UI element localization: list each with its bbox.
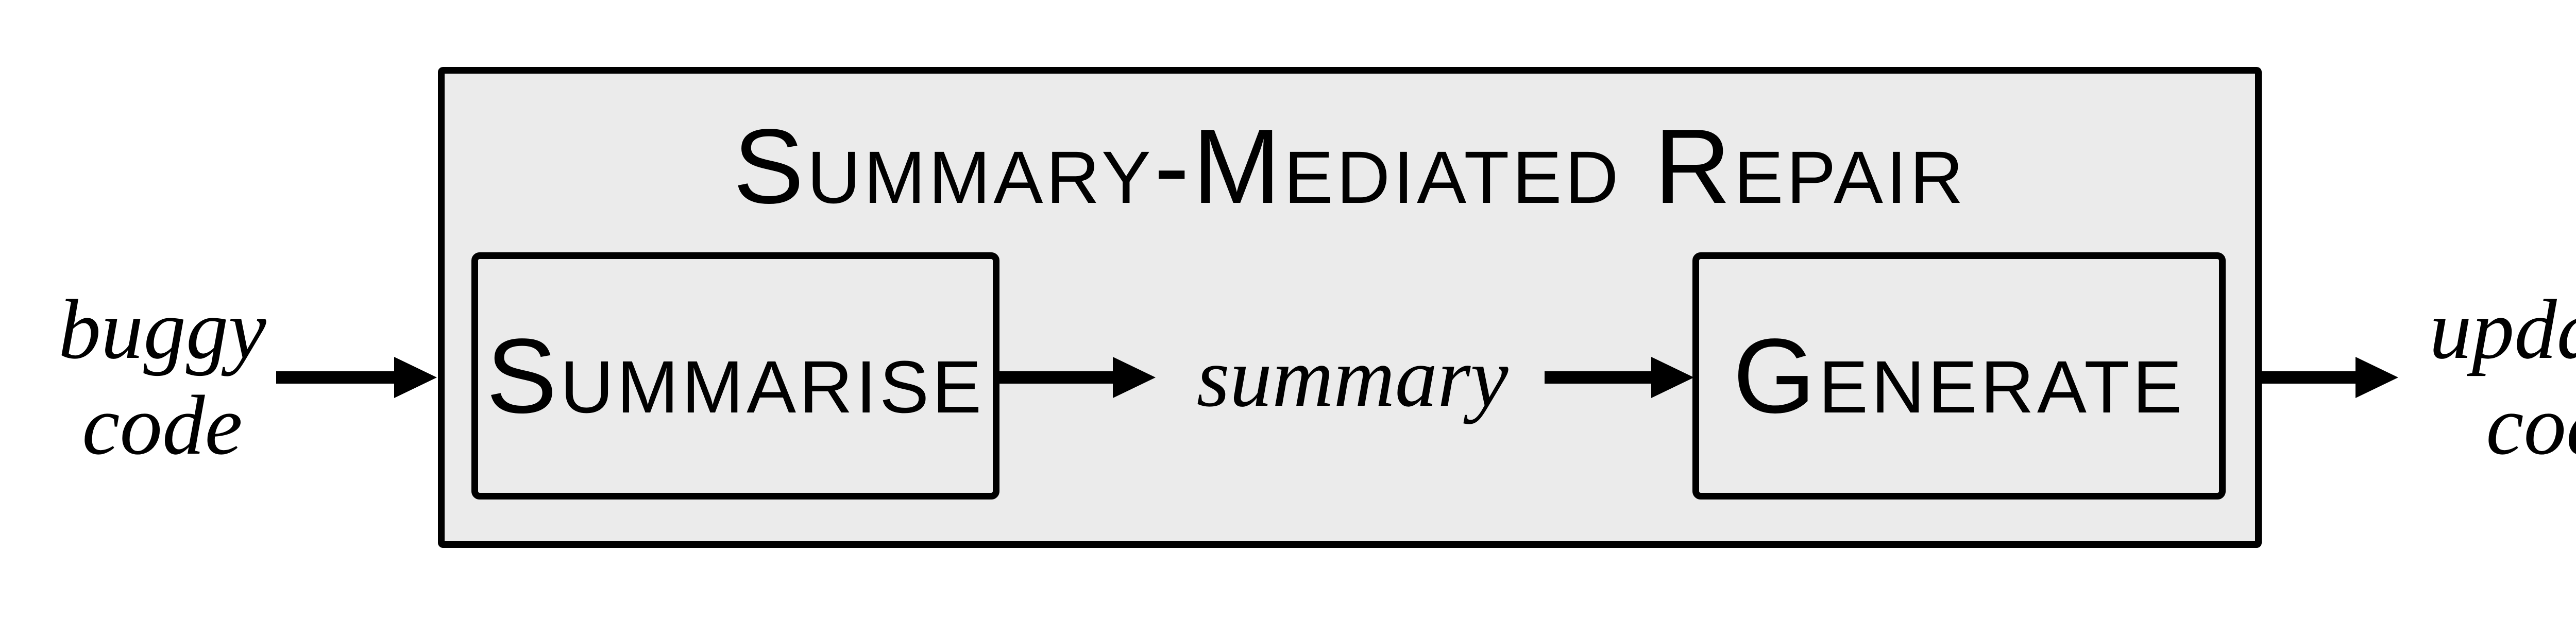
arrow-summarise-to-summary bbox=[999, 357, 1156, 398]
label-summary: summary bbox=[1196, 330, 1509, 424]
label-updated-code-line1: updated bbox=[2429, 282, 2576, 376]
arrowhead-icon bbox=[1113, 357, 1156, 398]
arrowhead-icon bbox=[1651, 357, 1694, 398]
arrow-line bbox=[1545, 371, 1651, 384]
label-buggy-code: buggy code bbox=[58, 282, 266, 473]
label-updated-code: updated code bbox=[2429, 282, 2576, 473]
arrow-summary-to-generate bbox=[1545, 357, 1694, 398]
arrow-line bbox=[2262, 371, 2355, 384]
label-updated-code-line2: code bbox=[2486, 378, 2576, 472]
repair-container-title: Summary-Mediated Repair bbox=[733, 107, 1967, 226]
arrow-line bbox=[999, 371, 1113, 384]
summarise-box: Summarise bbox=[471, 252, 999, 500]
arrow-repair-to-updated-code bbox=[2262, 357, 2398, 398]
arrowhead-icon bbox=[394, 357, 437, 398]
generate-box: Generate bbox=[1692, 252, 2226, 500]
label-buggy-code-line2: code bbox=[82, 378, 243, 472]
arrowhead-icon bbox=[2355, 357, 2398, 398]
repair-container-title-row: Summary-Mediated Repair bbox=[445, 74, 2255, 259]
summarise-label: Summarise bbox=[486, 317, 985, 435]
arrow-buggy-code-to-repair bbox=[276, 357, 437, 398]
generate-label: Generate bbox=[1733, 317, 2185, 435]
arrow-line bbox=[276, 371, 394, 384]
label-buggy-code-line1: buggy bbox=[58, 282, 266, 376]
